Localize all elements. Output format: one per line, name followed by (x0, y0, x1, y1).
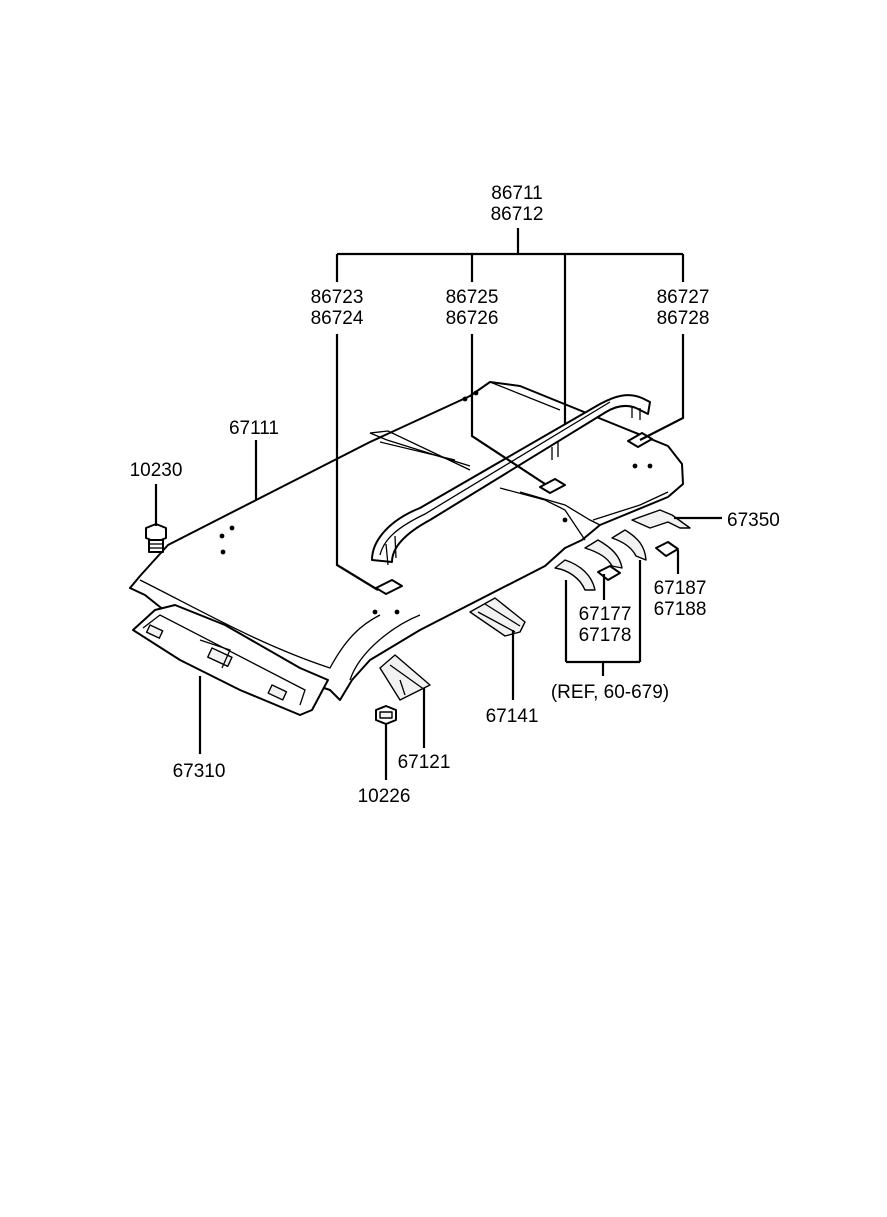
rail-pad-front (375, 579, 403, 595)
leader-lines (154, 228, 722, 780)
label-67188: 67188 (654, 599, 707, 620)
label-67350: 67350 (727, 510, 780, 531)
front-header-panel (132, 604, 329, 716)
nut-10226 (375, 705, 397, 725)
rear-bow-c (611, 529, 647, 561)
label-67121: 67121 (398, 752, 451, 773)
label-86724: 86724 (311, 308, 364, 329)
label-86711: 86711 (491, 183, 542, 204)
label-86728: 86728 (657, 308, 710, 329)
bow-pad-67177 (597, 565, 621, 581)
label-67178: 67178 (579, 625, 632, 646)
label-10226: 10226 (358, 786, 411, 807)
label-86725: 86725 (446, 287, 499, 308)
rear-bow-b (584, 539, 623, 569)
label-67187: 67187 (654, 578, 707, 599)
label-86726: 86726 (446, 308, 499, 329)
label-86727: 86727 (657, 287, 710, 308)
label-67141: 67141 (486, 706, 539, 727)
label-10230: 10230 (130, 460, 183, 481)
rear-bracket (631, 509, 691, 529)
label-86712: 86712 (491, 204, 544, 225)
roof-rail (371, 394, 651, 566)
label-86723: 86723 (311, 287, 364, 308)
label-67177: 67177 (579, 604, 632, 625)
label-67111: 67111 (229, 418, 279, 439)
bow-pad-67187 (655, 541, 679, 557)
nut-10230 (145, 523, 167, 553)
label-ref: (REF, 60-679) (551, 682, 669, 703)
rail-pad-center (539, 478, 566, 494)
front-roof-bow (379, 654, 431, 701)
label-67310: 67310 (173, 761, 226, 782)
callout-labels: 86711 86712 86723 86724 86725 86726 8672… (130, 183, 780, 807)
rear-bow-a (554, 559, 596, 591)
center-roof-bow (469, 597, 526, 637)
